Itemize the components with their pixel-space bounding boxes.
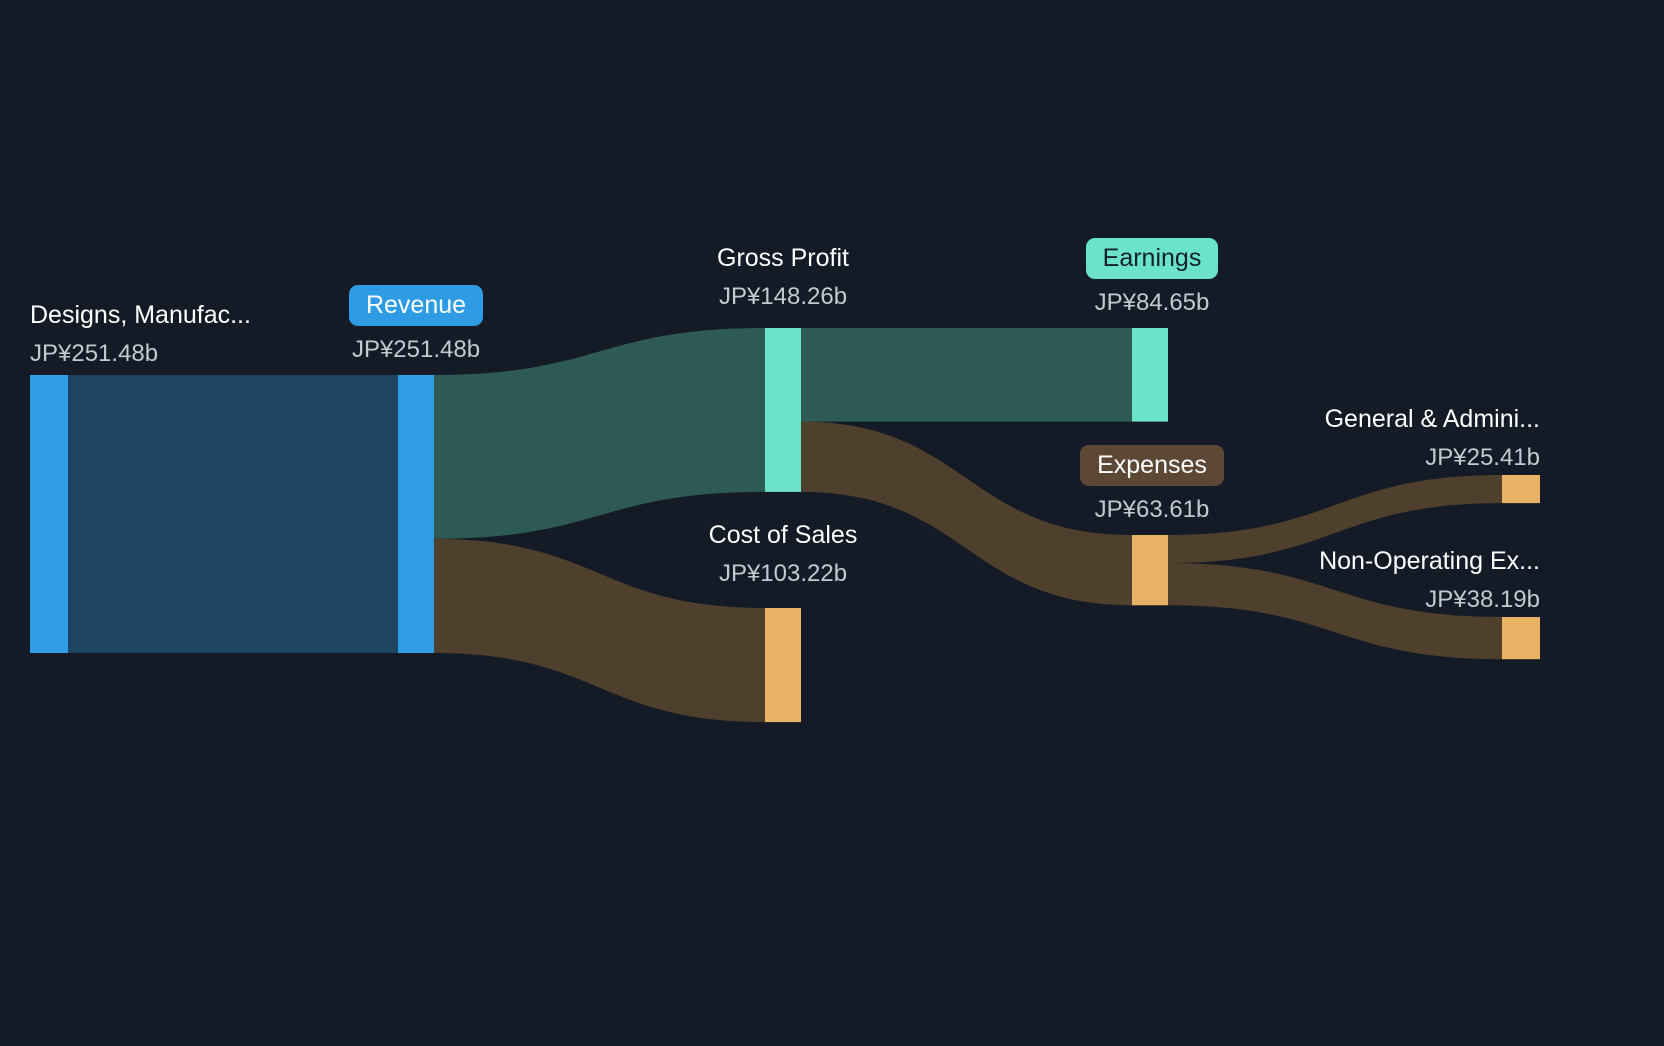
designs-value: JP¥251.48b xyxy=(30,339,159,367)
node-label-designs: Designs, Manufac... JP¥251.48b xyxy=(30,301,251,367)
sankey-link-designs-revenue[interactable] xyxy=(68,375,398,653)
sankey-node-designs[interactable] xyxy=(30,375,68,653)
expenses-value: JP¥63.61b xyxy=(1094,495,1210,523)
cost-of-sales-value: JP¥103.22b xyxy=(718,559,848,587)
sankey-node-non_operating[interactable] xyxy=(1502,617,1540,660)
sankey-link-revenue-gross_profit[interactable] xyxy=(434,328,765,539)
gross-profit-title: Gross Profit xyxy=(717,244,849,272)
sankey-link-gross_profit-expenses[interactable] xyxy=(801,421,1132,606)
sankey-link-gross_profit-earnings[interactable] xyxy=(801,328,1132,422)
general-admin-value: JP¥25.41b xyxy=(1425,443,1540,471)
node-label-cost-of-sales: Cost of Sales JP¥103.22b xyxy=(663,521,903,587)
earnings-badge[interactable]: Earnings xyxy=(1085,238,1219,279)
sankey-node-expenses[interactable] xyxy=(1132,535,1168,606)
sankey-node-revenue[interactable] xyxy=(398,375,434,653)
revenue-value: JP¥251.48b xyxy=(351,335,481,363)
non-operating-title: Non-Operating Ex... xyxy=(1319,547,1540,575)
sankey-node-earnings[interactable] xyxy=(1132,328,1168,422)
earnings-value: JP¥84.65b xyxy=(1094,288,1210,316)
designs-title: Designs, Manufac... xyxy=(30,301,251,329)
sankey-node-general_admin[interactable] xyxy=(1502,475,1540,504)
general-admin-title: General & Admini... xyxy=(1324,405,1540,433)
expenses-badge[interactable]: Expenses xyxy=(1080,445,1224,486)
sankey-node-cost_of_sales[interactable] xyxy=(765,608,801,723)
sankey-node-gross_profit[interactable] xyxy=(765,328,801,492)
sankey-link-revenue-cost_of_sales[interactable] xyxy=(434,538,765,723)
node-label-gross-profit: Gross Profit JP¥148.26b xyxy=(663,244,903,310)
revenue-badge[interactable]: Revenue xyxy=(348,285,484,326)
node-label-earnings: Earnings JP¥84.65b xyxy=(1032,238,1272,316)
sankey-link-expenses-non_operating[interactable] xyxy=(1168,563,1502,660)
cost-of-sales-title: Cost of Sales xyxy=(708,521,858,549)
node-label-non-operating: Non-Operating Ex... JP¥38.19b xyxy=(1319,547,1540,613)
sankey-link-expenses-general_admin[interactable] xyxy=(1168,475,1502,564)
non-operating-value: JP¥38.19b xyxy=(1425,585,1540,613)
node-label-general-admin: General & Admini... JP¥25.41b xyxy=(1325,405,1540,471)
node-label-expenses: Expenses JP¥63.61b xyxy=(1032,445,1272,523)
gross-profit-value: JP¥148.26b xyxy=(718,282,848,310)
node-label-revenue: Revenue JP¥251.48b xyxy=(296,285,536,363)
